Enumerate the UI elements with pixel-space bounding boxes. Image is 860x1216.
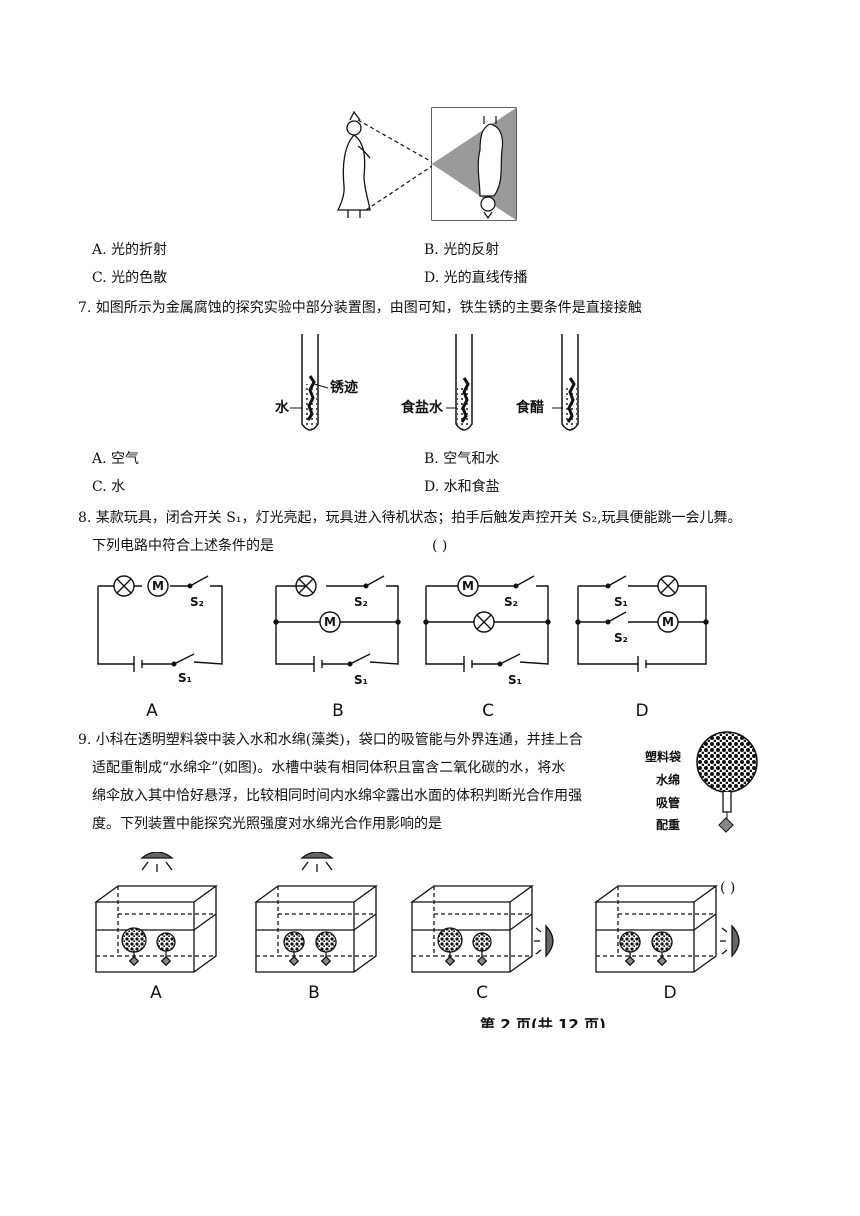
label-weight: 配重 — [656, 818, 681, 832]
q6-pinhole-figure — [336, 107, 517, 221]
switch-s2-c: S₂ — [504, 595, 518, 609]
circuit-c — [423, 575, 551, 672]
q7-option-a: A. 空气 — [92, 451, 140, 467]
q7-option-b: B. 空气和水 — [424, 451, 500, 467]
label-straw: 吸管 — [656, 796, 681, 810]
circuit-b — [273, 575, 401, 672]
switch-s1-d: S₁ — [614, 595, 628, 609]
test-tube-vinegar — [552, 334, 579, 431]
q7-option-d: D. 水和食盐 — [424, 479, 500, 495]
label-salt-water: 食盐水 — [401, 400, 443, 416]
q9-answer-paren: ( ) — [720, 880, 736, 896]
tank-label-c: C — [476, 983, 488, 1003]
q7-stem: 7. 如图所示为金属腐蚀的探究实验中部分装置图，由图可知，铁生锈的主要条件是直接… — [78, 300, 642, 316]
switch-s2-d: S₂ — [614, 631, 628, 645]
switch-s1-c: S₁ — [508, 673, 522, 687]
motor-label-b: M — [324, 615, 336, 629]
circuit-a — [97, 575, 223, 672]
q9-stem-line-2: 适配重制成“水绵伞”(如图)。水槽中装有相同体积且富含二氧化碳的水，将水 — [92, 760, 566, 776]
label-water: 水 — [275, 400, 289, 416]
tank-d — [594, 885, 740, 973]
circuit-d — [575, 575, 709, 672]
page-footer-clip: 第 2 页(共 12 页) — [480, 1014, 680, 1028]
algae-bag-figure — [696, 731, 758, 833]
q9-tanks-figure: A B C D — [94, 852, 740, 1003]
circuit-label-d: D — [635, 701, 648, 721]
page-footer: 第 2 页(共 12 页) — [480, 1016, 606, 1028]
circuit-label-b: B — [332, 701, 344, 721]
label-rust: 锈迹 — [330, 380, 358, 396]
q7-option-c: C. 水 — [92, 479, 126, 495]
tank-label-b: B — [308, 983, 320, 1003]
q6-option-a: A. 光的折射 — [92, 242, 168, 258]
circuit-label-c: C — [482, 701, 494, 721]
label-plastic-bag: 塑料袋 — [645, 750, 682, 764]
switch-s2-a: S₂ — [190, 595, 204, 609]
tank-label-a: A — [150, 983, 162, 1003]
person-figure — [336, 110, 371, 218]
q8-circuits-figure: M M M M S₂ S₁ S₂ S₁ S₂ S₁ S₁ S₂ A B C D — [97, 575, 709, 721]
switch-s2-b: S₂ — [354, 595, 368, 609]
screen-with-inverted-image — [431, 107, 517, 221]
test-tube-salt-water — [446, 334, 473, 431]
label-vinegar: 食醋 — [516, 400, 544, 416]
tank-b — [254, 852, 378, 973]
test-tube-water — [290, 334, 329, 431]
motor-label-a: M — [152, 579, 164, 593]
q8-stem-line2: 下列电路中符合上述条件的是 — [92, 538, 274, 554]
label-algae: 水绵 — [656, 773, 681, 787]
q8-answer-paren: ( ) — [432, 538, 448, 554]
q6-option-b: B. 光的反射 — [424, 242, 500, 258]
motor-label-c: M — [462, 579, 474, 593]
tank-c — [410, 885, 554, 973]
switch-s1-a: S₁ — [178, 671, 192, 685]
motor-label-d: M — [662, 615, 674, 629]
tank-label-d: D — [663, 983, 676, 1003]
q9-stem-line-3: 绵伞放入其中恰好悬浮，比较相同时间内水绵伞露出水面的体积判断光合作用强 — [92, 788, 582, 804]
q6-option-d: D. 光的直线传播 — [424, 270, 528, 286]
q6-option-c: C. 光的色散 — [92, 270, 168, 286]
q7-test-tubes-figure — [290, 334, 579, 431]
light-rays — [357, 119, 433, 211]
circuit-label-a: A — [146, 701, 158, 721]
q9-stem: 9. 小科在透明塑料袋中装入水和水绵(藻类)，袋口的吸管能与外界连通，并挂上合 … — [78, 726, 638, 838]
q9-stem-line-1: 9. 小科在透明塑料袋中装入水和水绵(藻类)，袋口的吸管能与外界连通，并挂上合 — [78, 732, 583, 748]
tank-a — [94, 852, 218, 973]
q8-stem-line1: 8. 某款玩具，闭合开关 S₁，灯光亮起，玩具进入待机状态；拍手后触发声控开关 … — [78, 510, 742, 526]
q9-stem-line-4: 度。下列装置中能探究光照强度对水绵光合作用影响的是 — [92, 816, 442, 832]
switch-s1-b: S₁ — [354, 673, 368, 687]
